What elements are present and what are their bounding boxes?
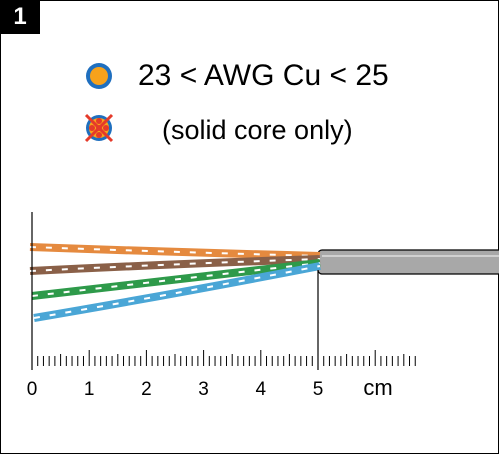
ruler-tick-label: 3 <box>198 379 209 400</box>
twisted-pair-blue <box>33 262 321 322</box>
solid-core-label: (solid core only) <box>162 115 353 145</box>
twisted-pair-brown <box>29 255 321 275</box>
twisted-pair-orange <box>29 243 321 260</box>
ruler-unit-label: cm <box>363 375 392 400</box>
ruler-tick-label: 1 <box>84 379 95 400</box>
ruler-labels: 0 1 2 3 4 5 cm <box>27 375 393 400</box>
cable-jacket <box>317 249 499 275</box>
solid-conductor-icon <box>86 63 112 89</box>
ruler <box>31 350 416 366</box>
ruler-tick-label: 5 <box>313 379 324 400</box>
ruler-tick-label: 0 <box>27 379 38 400</box>
stranded-conductor-crossed-icon <box>84 113 114 143</box>
ruler-tick-label: 2 <box>141 379 152 400</box>
step-number-badge: 1 <box>0 0 40 34</box>
ruler-tick-label: 4 <box>256 379 267 400</box>
awg-range-label: 23 < AWG Cu < 25 <box>138 59 389 92</box>
twisted-pair-green <box>31 259 321 300</box>
